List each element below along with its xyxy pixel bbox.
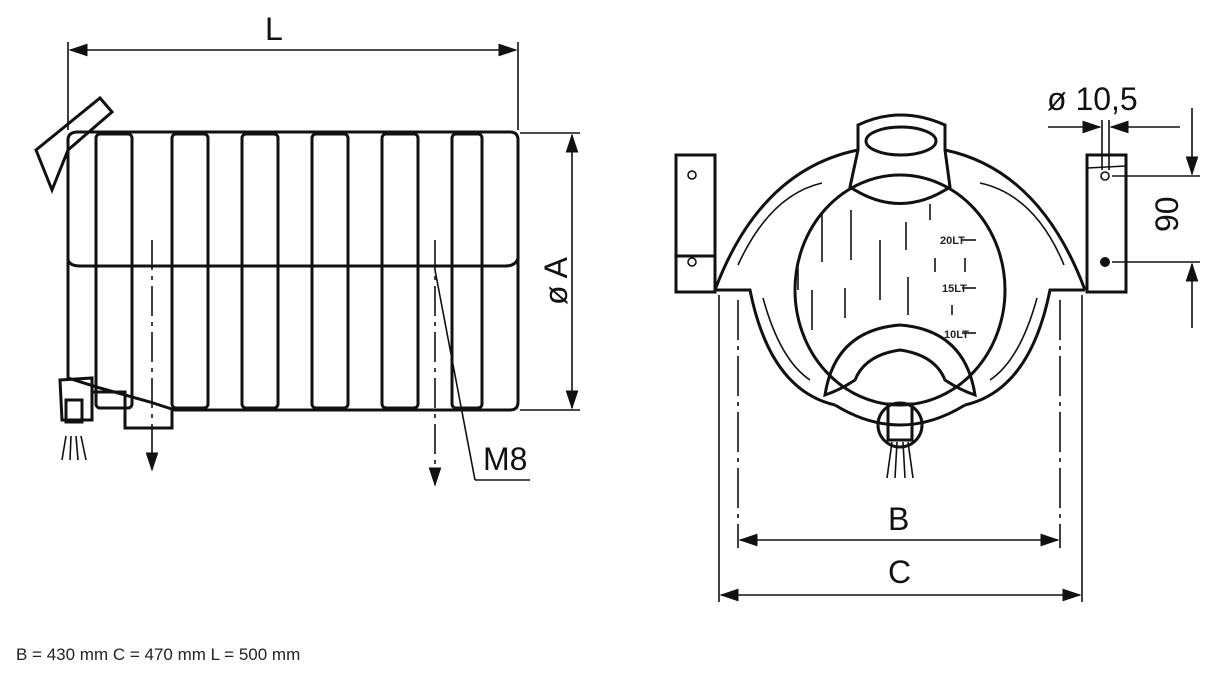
level-mark-20: 20LT bbox=[940, 235, 965, 247]
level-mark-15: 15LT bbox=[942, 283, 967, 295]
dimensions-caption: B = 430 mm C = 470 mm L = 500 mm bbox=[16, 645, 301, 664]
width-c-label: C bbox=[888, 554, 911, 590]
thread-label: M8 bbox=[483, 441, 527, 477]
left-bracket bbox=[674, 153, 717, 294]
spacing-label: 90 bbox=[1149, 196, 1185, 232]
width-b-label: B bbox=[888, 501, 909, 537]
spacing-dimension: 90 bbox=[1112, 108, 1200, 328]
mounting-arrows: M8 bbox=[145, 240, 530, 487]
tank-front: 20LT 15LT 10LT bbox=[713, 113, 1087, 479]
front-view: 20LT 15LT 10LT ø 10,5 90 bbox=[674, 81, 1200, 602]
hole-diameter-label: ø 10,5 bbox=[1047, 81, 1138, 117]
length-dimension: L bbox=[67, 11, 519, 130]
diameter-dimension: ø A bbox=[520, 132, 580, 411]
tank-body bbox=[34, 95, 520, 461]
width-dimensions: B C bbox=[718, 295, 1083, 602]
side-view: L M8 bbox=[34, 11, 580, 487]
diameter-label: ø A bbox=[538, 256, 574, 305]
length-label: L bbox=[265, 11, 283, 47]
level-mark-10: 10LT bbox=[944, 329, 969, 341]
right-bracket bbox=[1085, 153, 1128, 294]
hole-dimension: ø 10,5 bbox=[1047, 81, 1180, 170]
